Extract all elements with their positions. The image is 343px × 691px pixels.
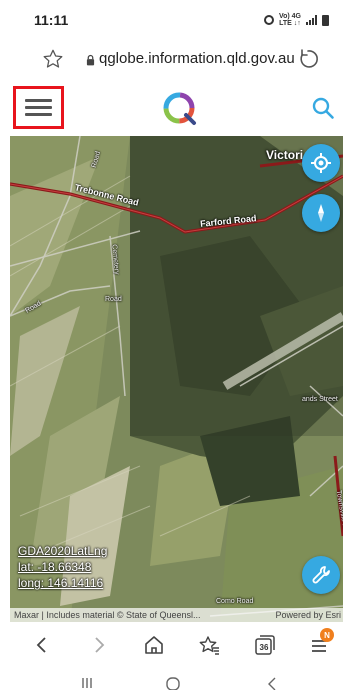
satellite-map[interactable]: Trebonne Road Farford Road Victori Road … <box>10 136 343 622</box>
bookmark-star-icon[interactable] <box>42 48 64 70</box>
coordinate-longitude: long: 146.14116 <box>18 576 104 590</box>
battery-icon <box>322 14 329 26</box>
powered-by-esri[interactable]: Powered by Esri <box>275 610 341 620</box>
browser-address-bar: qglobe.information.qld.gov.au <box>0 44 343 76</box>
browser-menu-button[interactable]: N <box>306 628 334 658</box>
chevron-right-icon <box>95 637 105 653</box>
search-icon[interactable] <box>311 96 335 120</box>
back-nav-icon[interactable] <box>264 676 282 690</box>
coordinate-readout: GDA2020LatLng lat: -18.66348 long: 146.1… <box>18 543 107 591</box>
coordinate-latitude: lat: -18.66348 <box>18 560 92 574</box>
compass-icon <box>318 204 324 222</box>
status-icons: Vo) 4G LTE ↓↑ <box>263 13 329 27</box>
android-nav-bar <box>0 666 343 691</box>
map-label-road-2: Road <box>105 296 122 303</box>
url-text[interactable]: qglobe.information.qld.gov.au <box>99 50 295 67</box>
tabs-count: 36 <box>259 642 269 652</box>
bookmarks-icon <box>199 636 219 655</box>
coordinate-datum[interactable]: GDA2020LatLng <box>18 544 108 558</box>
lock-icon <box>86 54 95 66</box>
notification-badge: N <box>320 628 334 642</box>
app-header <box>0 82 343 134</box>
tabs-button[interactable]: 36 <box>252 632 278 658</box>
browser-toolbar: 36 N <box>0 624 343 666</box>
bookmarks-button[interactable] <box>196 632 222 658</box>
home-icon <box>145 636 163 654</box>
qglobe-logo-icon <box>163 92 196 125</box>
map-label-como-road: Como Road <box>216 598 254 605</box>
reload-icon[interactable] <box>296 47 320 71</box>
chevron-left-icon <box>36 637 46 653</box>
signal-icon <box>306 15 317 25</box>
network-indicator: Vo) 4G LTE ↓↑ <box>278 13 301 27</box>
status-bar: 11:11 Vo) 4G LTE ↓↑ <box>0 0 343 40</box>
map-label-ands-street: ands Street <box>302 396 338 403</box>
hamburger-menu-icon[interactable] <box>25 99 52 116</box>
measure-tool-button[interactable] <box>302 556 340 594</box>
attribution-text[interactable]: Maxar | Includes material © State of Que… <box>14 610 201 620</box>
alarm-icon <box>263 15 274 25</box>
locate-button[interactable] <box>302 144 340 182</box>
home-nav-icon[interactable] <box>164 676 182 690</box>
map-label-victoria: Victori <box>266 148 304 162</box>
compass-button[interactable] <box>302 194 340 232</box>
map-attribution: Maxar | Includes material © State of Que… <box>10 608 343 622</box>
back-button[interactable] <box>29 632 55 658</box>
forward-button[interactable] <box>86 632 112 658</box>
measure-tool-icon <box>312 566 330 584</box>
tabs-icon <box>255 635 275 655</box>
menu-highlight-box <box>13 86 64 129</box>
recent-apps-icon[interactable] <box>78 676 96 690</box>
status-time: 11:11 <box>34 12 69 28</box>
home-button[interactable] <box>141 632 167 658</box>
locate-icon <box>311 153 331 173</box>
